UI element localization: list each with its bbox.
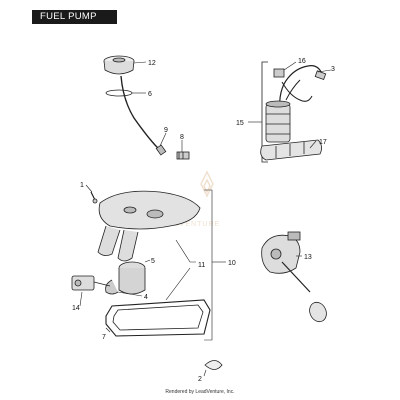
callout-6: 6 (148, 91, 152, 98)
callout-15: 15 (236, 120, 244, 127)
fuel-pump-body (265, 103, 291, 143)
leader-14 (79, 291, 83, 307)
float-pivot (74, 279, 82, 287)
plate-leg-right (117, 229, 139, 262)
callout-8: 8 (180, 134, 184, 141)
return-line-part (281, 81, 313, 102)
watermark: ADVENTURE (168, 170, 220, 228)
callout-3: 3 (331, 66, 335, 73)
cap-center (112, 57, 126, 63)
callout-17: 17 (319, 139, 327, 146)
callout-9: 9 (164, 127, 168, 134)
screw-head (92, 198, 98, 204)
leader-12 (133, 61, 147, 64)
bracket-15 (261, 61, 268, 163)
callout-10: 10 (228, 260, 236, 267)
leader-5 (144, 259, 151, 263)
leader-3 (317, 69, 332, 73)
leader-4 (117, 291, 143, 297)
callout-7: 7 (102, 334, 106, 341)
callout-14: 14 (72, 305, 80, 312)
leader-11a (175, 239, 196, 263)
wire-harness-part (120, 75, 163, 153)
callout-12: 12 (148, 60, 156, 67)
callout-4: 4 (144, 294, 148, 301)
callout-11: 11 (198, 262, 205, 269)
plate-fitting (146, 209, 164, 219)
bracket-4-part (105, 279, 119, 295)
fuel-level-sender-group (261, 231, 327, 323)
leader-1 (85, 184, 93, 193)
plate-hole (123, 206, 137, 214)
seal-part (204, 360, 223, 370)
leader-9 (159, 132, 167, 147)
sender-pivot (270, 248, 282, 260)
diagram-title: FUEL PUMP (32, 10, 117, 24)
connector-3-part (314, 70, 327, 81)
leader-16 (283, 61, 297, 71)
fuel-pump-module-group (260, 61, 327, 163)
connector-16-part (273, 68, 285, 78)
sender-connector (287, 231, 301, 241)
float-assembly-part (71, 275, 95, 291)
plate-leg-left (97, 225, 121, 256)
gasket-inner (112, 304, 204, 331)
hose-part (279, 65, 323, 113)
callout-13: 13 (304, 254, 312, 261)
leader-lines (79, 61, 332, 377)
inner-pump-body (118, 268, 146, 295)
pump-top (265, 100, 291, 108)
callout-2: 2 (198, 376, 202, 383)
pump-wire-part (285, 79, 301, 101)
float-part (309, 301, 327, 323)
leader-2 (203, 369, 207, 377)
watermark-text: ADVENTURE (168, 221, 220, 228)
callout-1: 1 (80, 182, 84, 189)
leader-11b (165, 267, 191, 301)
watermark-logo (200, 170, 214, 198)
fuel-gauge-cap-group (103, 55, 190, 160)
callout-numbers: 12 6 9 8 3 16 15 17 1 5 4 14 7 11 10 13 … (72, 58, 335, 383)
o-ring-part (105, 89, 133, 97)
screw-part (90, 191, 96, 201)
callout-5: 5 (151, 258, 155, 265)
gasket-part (105, 299, 211, 337)
float-rod-part (281, 261, 311, 293)
footer-credit: Rendered by LeadVenture, Inc. (165, 389, 235, 395)
filter-sock-part (260, 139, 322, 161)
leader-17 (309, 140, 317, 149)
tank-plate-assembly (71, 190, 211, 337)
float-arm (93, 281, 111, 287)
callout-16: 16 (298, 58, 306, 65)
bracket-10 (204, 189, 213, 341)
leader-7 (105, 327, 111, 333)
cap-body (103, 60, 135, 75)
wire-connector-part (155, 144, 167, 156)
mounting-plate-part (98, 190, 201, 230)
